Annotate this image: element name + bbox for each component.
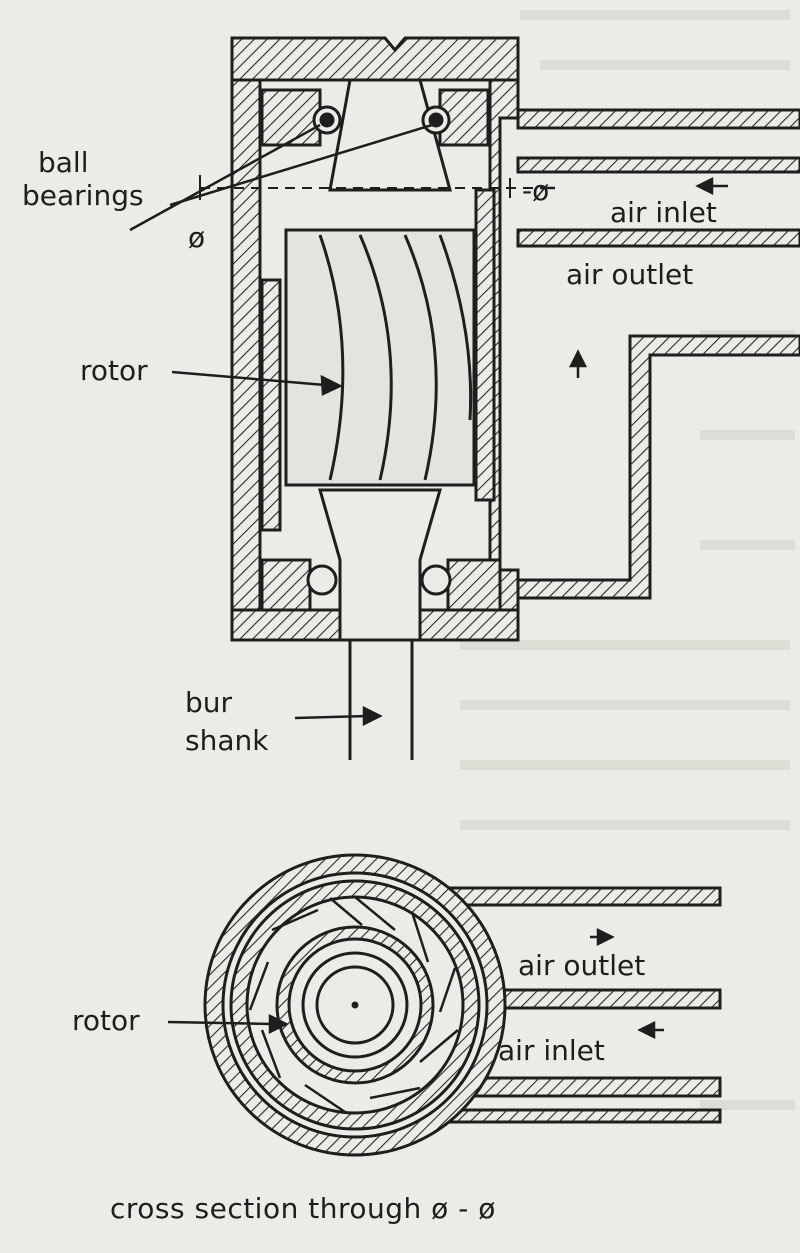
upper-bearing-housing-left	[260, 88, 322, 147]
label-section-mark-right: -ø	[522, 174, 549, 207]
ball-bearing-leader-1	[129, 123, 321, 232]
lower-ball-bearing-right	[420, 564, 452, 596]
cross-air-outlet-arrowhead	[596, 927, 615, 947]
rotor-vane-4	[438, 234, 473, 421]
lower-bearing-housing-left	[260, 558, 312, 612]
rotor-arrowhead-top	[320, 374, 343, 396]
rotor-leader-top	[171, 370, 326, 387]
label-air-outlet-top: air outlet	[566, 258, 693, 291]
shaft-upper-taper	[328, 78, 452, 192]
label-shank: shank	[185, 724, 269, 757]
inner-sleeve-right	[474, 188, 496, 502]
leader-lines	[129, 123, 728, 727]
cross-leader-lines	[167, 927, 664, 1040]
figure-caption: cross section through ø - ø	[110, 1192, 496, 1225]
lower-bearing-housing-right	[446, 558, 502, 612]
air-inlet-pipe-bottom-wall	[516, 156, 800, 174]
lower-ball-bearing-left	[306, 564, 338, 596]
label-air-inlet-bottom: air inlet	[498, 1034, 605, 1067]
cross-rotor-arrowhead	[268, 1013, 289, 1035]
rotor-vane-3	[403, 234, 438, 481]
air-inlet-pipe-top-wall	[516, 108, 800, 130]
label-rotor-top: rotor	[80, 354, 148, 387]
handpiece-longitudinal-section	[199, 36, 800, 760]
casing-left-wall	[230, 48, 262, 612]
ball-bearing-leader-2	[169, 123, 433, 207]
casing-bottom	[230, 608, 342, 642]
inner-sleeve-left	[260, 278, 282, 532]
rotor-body	[284, 228, 476, 487]
air-outlet-arrowhead-top	[568, 349, 588, 368]
casing-bottom-right	[418, 608, 520, 642]
cross-shaft-center	[351, 1001, 359, 1009]
rotor-vane-2	[358, 234, 393, 481]
casing-cap	[230, 36, 520, 82]
label-air-outlet-bottom: air outlet	[518, 949, 645, 982]
air-outlet-pipe-top-wall	[516, 228, 800, 248]
label-bur: bur	[185, 686, 233, 719]
cross-air-inlet-arrowhead	[637, 1020, 656, 1040]
label-rotor-bottom: rotor	[72, 1004, 140, 1037]
label-section-mark-left: ø	[188, 221, 205, 254]
air-inlet-arrowhead-top	[695, 176, 714, 196]
cross-rotor-vanes	[248, 896, 459, 1114]
cross-rotor-leader	[167, 1020, 273, 1026]
bur-shank-leader	[294, 714, 369, 720]
cross-section-view	[203, 853, 722, 1157]
label-bearings: bearings	[22, 179, 144, 212]
air-outlet-channel	[516, 334, 800, 600]
label-air-inlet-top: air inlet	[610, 196, 717, 229]
bur-shank-arrowhead	[362, 705, 383, 727]
shaft-lower-taper	[318, 488, 442, 642]
label-ball: ball	[38, 146, 89, 179]
background-text-lines	[460, 10, 795, 1110]
rotor-vane-1	[318, 234, 345, 481]
labels: ball bearings ø -ø air inlet air outlet …	[22, 146, 717, 1225]
upper-ball-bearing-right-core	[428, 112, 444, 128]
upper-ball-bearing-left-core	[319, 112, 335, 128]
